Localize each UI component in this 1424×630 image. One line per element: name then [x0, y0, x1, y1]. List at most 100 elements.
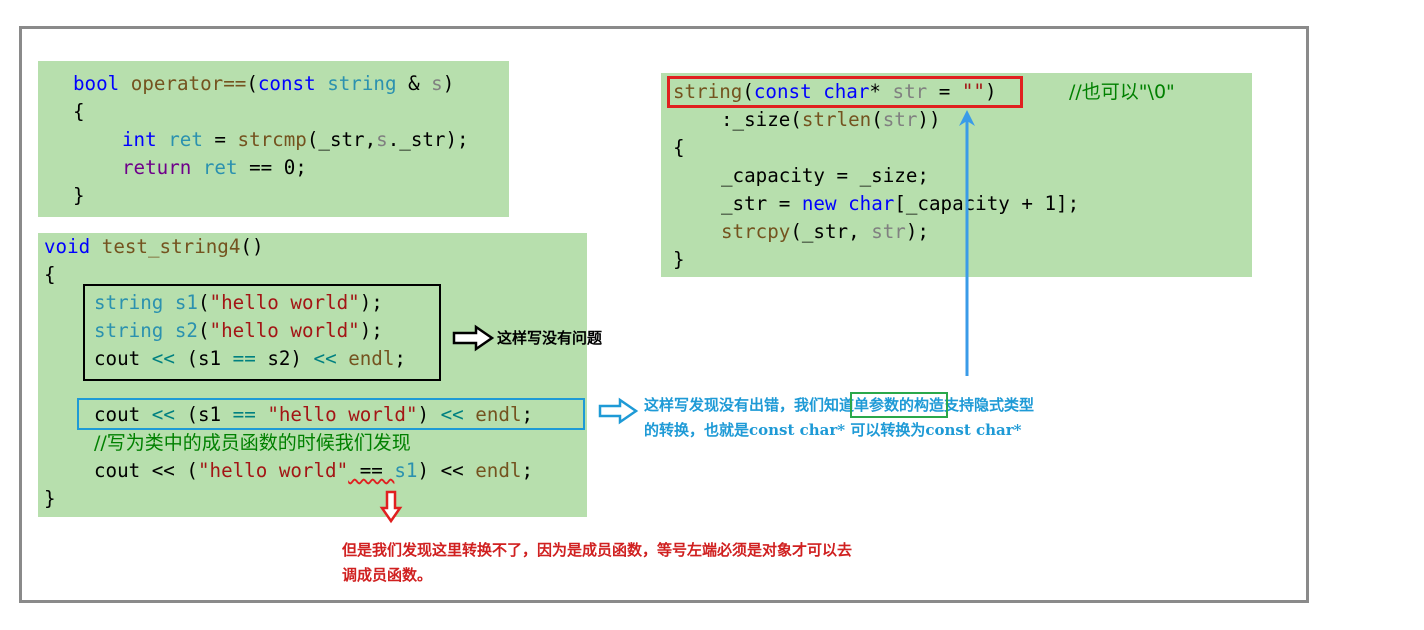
- code-line: string s1("hello world");: [94, 289, 383, 317]
- implicit-note-line-1: 这样写发现没有出错，我们知道单参数的构造支持隐式类型: [644, 392, 1034, 418]
- code-line: }: [673, 248, 685, 271]
- function-name: strcpy: [721, 220, 791, 243]
- black-hollow-arrow-icon: [452, 324, 495, 352]
- code-text: ) <<: [417, 459, 476, 482]
- variable: ret: [168, 128, 203, 151]
- variable: s2: [174, 319, 198, 342]
- code-text: (s1: [174, 403, 233, 426]
- keyword: return: [122, 156, 192, 179]
- identifier: endl: [348, 347, 395, 370]
- operator: =: [202, 128, 238, 151]
- code-line: string s2("hello world");: [94, 317, 383, 345]
- param: str: [871, 220, 906, 243]
- blue-hollow-arrow-icon: [598, 397, 639, 425]
- string-literal: "hello world": [209, 319, 360, 342]
- code-text: ._str);: [387, 128, 469, 151]
- type-name: string: [94, 319, 164, 342]
- paren: (: [197, 319, 210, 342]
- code-text: _str =: [721, 192, 802, 215]
- test-code-block: void test_string4() { string s1("hello w…: [38, 233, 587, 517]
- code-line: {: [44, 263, 56, 286]
- blue-up-arrow-icon: [959, 110, 975, 376]
- code-text: (_str,: [790, 220, 872, 243]
- function-name: test_string4: [101, 235, 241, 258]
- operator: <<: [313, 347, 337, 370]
- operator: <<: [440, 403, 464, 426]
- code-text: );: [359, 319, 383, 342]
- paren: )): [917, 108, 941, 131]
- operator: <<: [151, 347, 175, 370]
- code-text: *: [869, 80, 893, 103]
- code-text: (_str,: [306, 128, 377, 151]
- code-line: bool operator==(const string & s): [73, 70, 454, 98]
- code-text: ;: [521, 403, 534, 426]
- function-name: strcmp: [237, 128, 307, 151]
- keyword: const: [753, 80, 812, 103]
- implicit-highlight-box: [77, 398, 585, 430]
- type-name: string: [327, 72, 397, 95]
- code-text: == 0;: [237, 156, 307, 179]
- ok-highlight-box: [83, 284, 441, 381]
- code-line: cout << (s1 == s2) << endl;: [94, 345, 406, 373]
- code-line: int ret = strcmp(_str,s._str);: [122, 126, 469, 154]
- operator-code-block: bool operator==(const string & s) { int …: [38, 61, 509, 217]
- code-text: [_capacity + 1];: [894, 192, 1080, 215]
- keyword: bool: [73, 72, 120, 95]
- operator: <<: [151, 403, 175, 426]
- code-line: {: [673, 136, 685, 159]
- keyword: char: [823, 80, 870, 103]
- code-text: cout << (: [94, 459, 198, 482]
- variable: s1: [394, 459, 418, 482]
- function-name: operator==: [130, 72, 247, 95]
- code-line: _capacity = _size;: [721, 164, 929, 187]
- operator: =: [927, 80, 962, 103]
- code-text: (s1: [174, 347, 233, 370]
- red-down-arrow-icon: [379, 490, 403, 524]
- implicit-note-line-2: 的转换，也就是const char* 可以转换为const char*: [644, 421, 1022, 439]
- code-text: );: [905, 220, 929, 243]
- identifier: endl: [475, 459, 522, 482]
- code-line: string(const char* str = ""): [673, 78, 997, 106]
- code-text: ): [417, 403, 441, 426]
- member-note-line-1: 但是我们发现这里转换不了，因为是成员函数，等号左端必须是对象才可以去: [342, 541, 853, 559]
- code-text: :_size(: [721, 108, 802, 131]
- identifier: cout: [94, 403, 141, 426]
- paren: (: [197, 291, 210, 314]
- param: str: [882, 108, 918, 131]
- constructor-highlight-box: [667, 76, 1023, 108]
- code-text: );: [359, 291, 383, 314]
- code-comment: //写为类中的成员函数的时候我们发现: [94, 432, 411, 454]
- string-literal: "hello world": [197, 459, 349, 482]
- code-text: s2): [255, 347, 314, 370]
- operator: &: [396, 72, 432, 95]
- code-text: [837, 192, 849, 215]
- operator: ==: [232, 403, 256, 426]
- string-literal: "hello world": [267, 403, 418, 426]
- single-param-ctor-highlight: 单参数的构造: [850, 392, 949, 418]
- code-line: strcpy(_str, str);: [721, 218, 929, 246]
- keyword: void: [44, 235, 91, 258]
- variable: s1: [174, 291, 198, 314]
- code-line: :_size(strlen(str)): [721, 106, 941, 134]
- paren: (: [742, 80, 754, 103]
- function-name: strlen: [801, 108, 872, 131]
- keyword: new: [801, 192, 837, 215]
- code-line: {: [73, 100, 85, 123]
- string-literal: "hello world": [209, 291, 360, 314]
- paren: ): [984, 80, 997, 103]
- paren: (): [240, 235, 264, 258]
- param: str: [892, 80, 928, 103]
- param: s: [431, 72, 443, 95]
- param: s: [376, 128, 388, 151]
- type-name: string: [94, 291, 164, 314]
- code-line: return ret == 0;: [122, 154, 307, 182]
- paren: (: [246, 72, 258, 95]
- member-note-line-2: 调成员函数。: [342, 566, 433, 584]
- operator: ==: [348, 459, 395, 482]
- identifier: endl: [475, 403, 522, 426]
- string-literal: "": [961, 80, 985, 103]
- code-text: ;: [521, 459, 534, 482]
- identifier: cout: [94, 347, 141, 370]
- code-line: }: [44, 487, 56, 510]
- keyword: int: [122, 128, 157, 151]
